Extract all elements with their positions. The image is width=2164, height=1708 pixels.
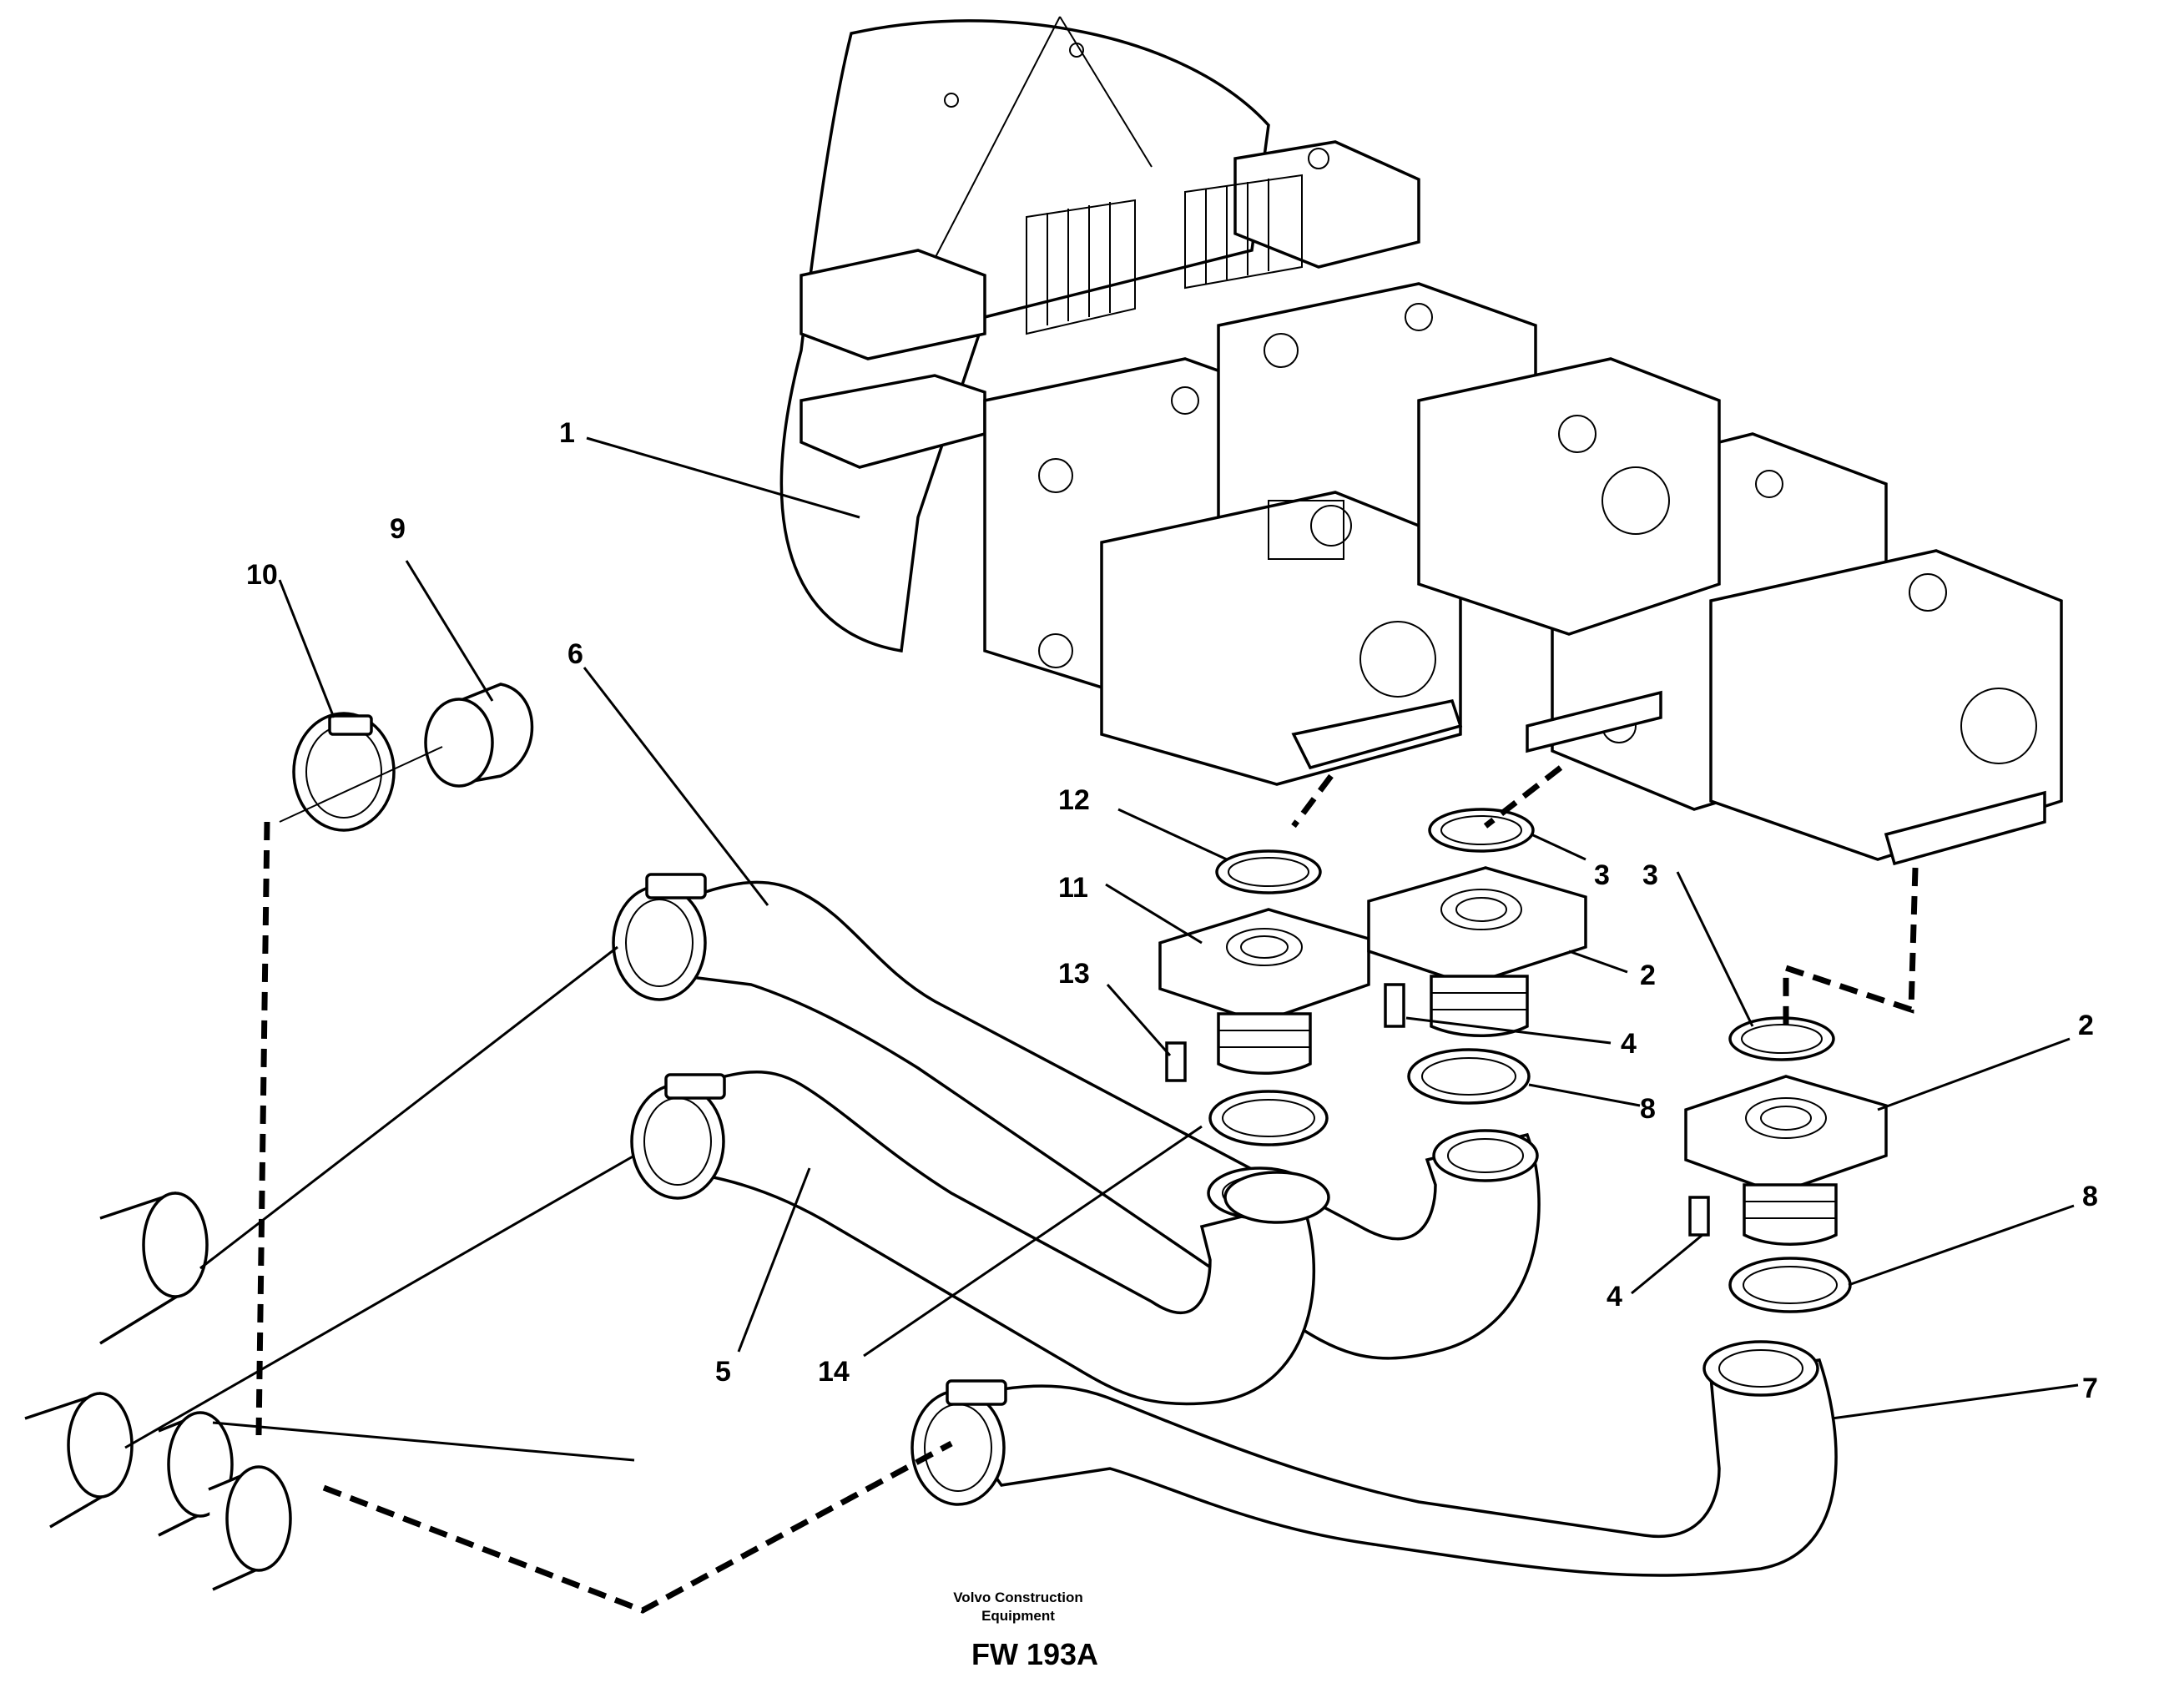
hose-6 <box>612 873 1541 1360</box>
callout-2: 2 <box>1640 960 1656 991</box>
callout-14: 14 <box>818 1356 850 1388</box>
callout-7: 7 <box>2082 1373 2098 1404</box>
callouts: 1 2 2 3 3 4 4 5 6 7 8 8 9 10 11 12 13 14 <box>246 417 2098 1404</box>
flange-stack-middle <box>1367 808 1587 1105</box>
callout-6: 6 <box>567 638 583 670</box>
callout-4: 4 <box>1621 1028 1637 1060</box>
hose-7 <box>910 1340 1838 1577</box>
callout-8: 8 <box>2082 1181 2098 1212</box>
figure-caption: Volvo Construction Equipment FW 193A <box>953 1590 1098 1671</box>
flange-stack-left <box>1158 849 1370 1224</box>
maker-line-1: Volvo Construction <box>953 1590 1083 1605</box>
callout-9: 9 <box>390 513 406 545</box>
callout-12: 12 <box>1058 784 1090 816</box>
flange-stack-right <box>1684 1016 1888 1313</box>
pump-assembly <box>779 16 2063 866</box>
figure-code: FW 193A <box>971 1637 1098 1671</box>
callout-3: 3 <box>1594 859 1610 891</box>
sleeve <box>424 683 534 788</box>
callout-13: 13 <box>1058 958 1090 990</box>
maker-line-2: Equipment <box>981 1608 1055 1624</box>
leader-lines <box>124 436 2079 1462</box>
callout-4: 4 <box>1607 1281 1622 1312</box>
callout-2: 2 <box>2078 1010 2094 1041</box>
callout-1: 1 <box>559 417 575 449</box>
callout-8: 8 <box>1640 1093 1656 1125</box>
callout-5: 5 <box>715 1356 731 1388</box>
hose-clamp-small <box>292 712 396 832</box>
callout-3: 3 <box>1642 859 1658 891</box>
callout-11: 11 <box>1058 872 1088 904</box>
pipe-ends <box>24 1192 292 1591</box>
routing-lines <box>255 765 1919 1614</box>
callout-10: 10 <box>246 559 278 591</box>
